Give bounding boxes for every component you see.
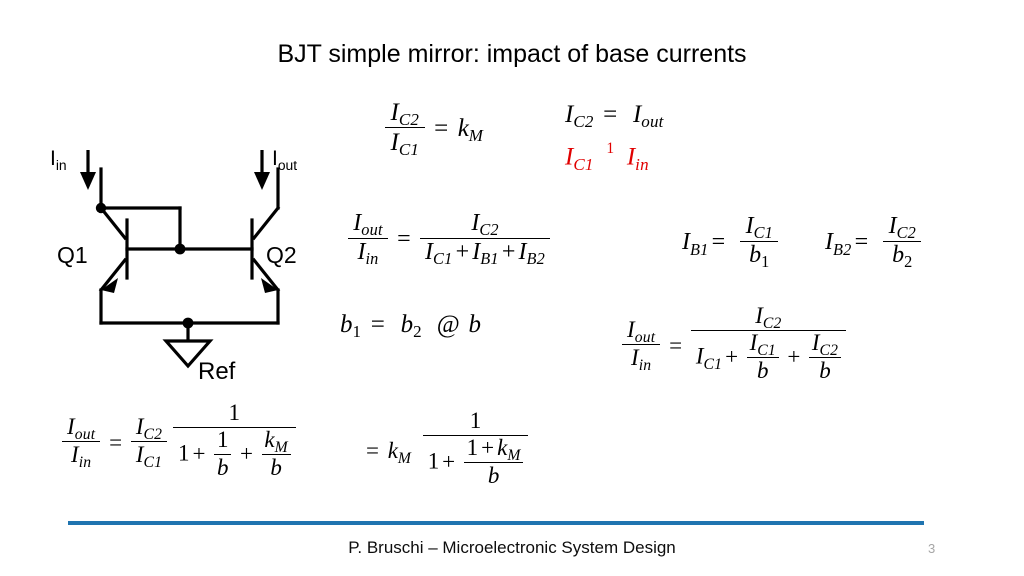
node-dot-base-rail bbox=[174, 243, 186, 255]
node-dot-ground bbox=[182, 317, 194, 329]
equation-gain-final-km-form: = kM 1 1+ 1+kM b bbox=[363, 408, 529, 490]
q2-emitter-arrow bbox=[261, 278, 278, 293]
output-current-arrowhead bbox=[254, 172, 270, 190]
transistor-q2-label: Q2 bbox=[266, 242, 297, 268]
page-number: 3 bbox=[928, 541, 936, 556]
equation-gain-expanded: Iout Iin = IC2 IC1+ IC1 b + IC2 b bbox=[622, 303, 846, 385]
equation-collector-not-equal-in: IC1 1 Iin bbox=[565, 139, 649, 174]
equation-gain-with-base-currents: Iout Iin = IC2 IC1+IB1+IB2 bbox=[348, 210, 551, 267]
node-dot-input bbox=[95, 202, 107, 214]
ground-reference-label: Ref bbox=[198, 358, 236, 385]
output-current-label: Iout bbox=[272, 147, 298, 173]
circuit-diagram: Iin Iout Q1 Q2 Ref bbox=[40, 138, 340, 403]
equation-gain-final-ratio-form: Iout Iin = IC2 IC1 1 1+ 1 b + kM b bbox=[62, 400, 296, 482]
equation-beta-equality: b1 = b2 @ b bbox=[340, 311, 482, 342]
ground-reference-symbol bbox=[162, 339, 214, 369]
equation-base-current-q2: IB2= IC2 b2 bbox=[825, 213, 922, 270]
equation-mirror-ratio: IC2 IC1 = kM bbox=[385, 99, 483, 159]
equation-base-current-q1: IB1= IC1 b1 bbox=[682, 213, 779, 270]
q1-emitter-arrow bbox=[101, 278, 118, 293]
page-title: BJT simple mirror: impact of base curren… bbox=[277, 40, 747, 68]
input-current-label: Iin bbox=[50, 147, 67, 173]
transistor-q1-label: Q1 bbox=[57, 242, 88, 268]
equation-collector-equals-out: IC2 = Iout bbox=[565, 101, 664, 132]
circuit-schematic-svg bbox=[80, 150, 281, 369]
input-current-arrowhead bbox=[80, 172, 96, 190]
footer-text: P. Bruschi – Microelectronic System Desi… bbox=[348, 538, 676, 557]
footer-divider bbox=[68, 521, 924, 525]
